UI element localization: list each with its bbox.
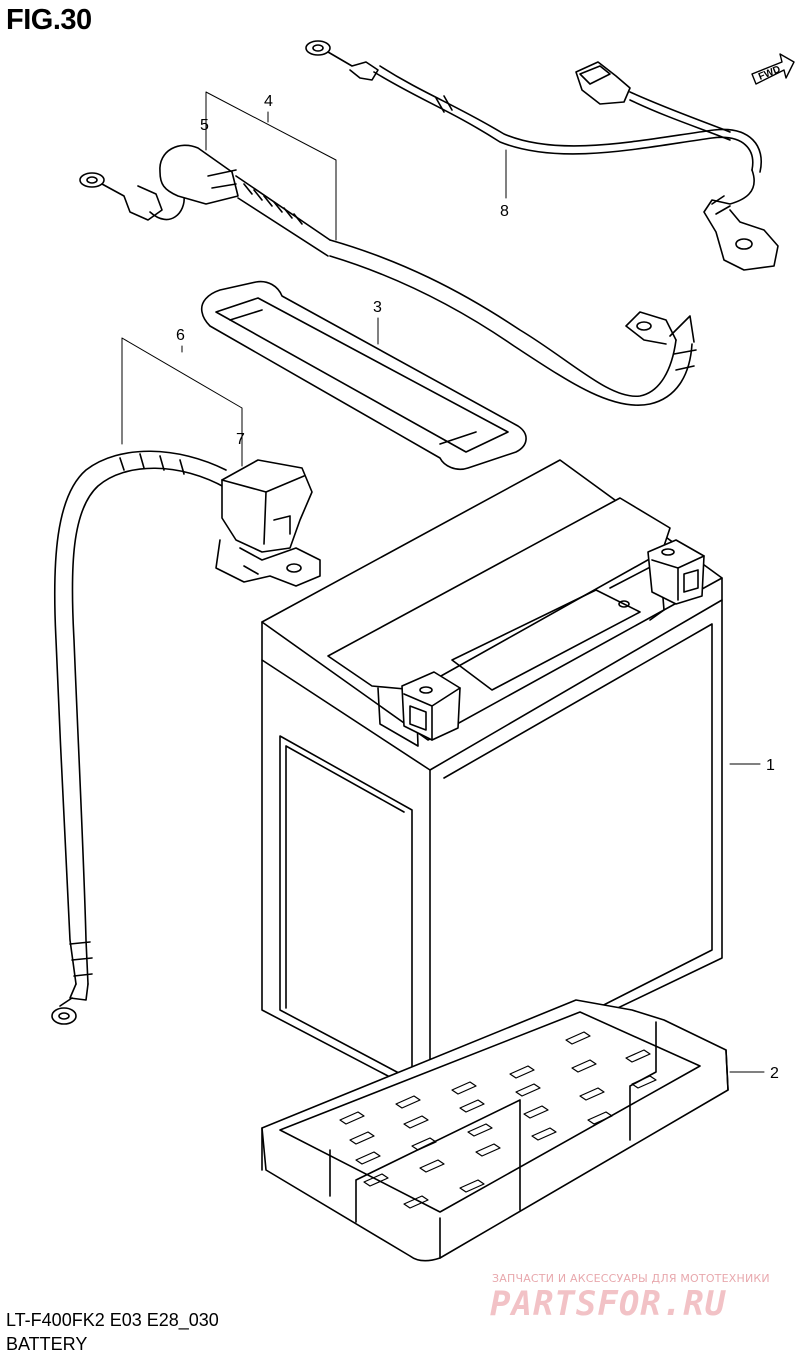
leader-lines <box>121 91 765 1073</box>
callout-6: 6 <box>176 327 185 344</box>
part-4-positive-cable <box>79 144 697 406</box>
callout-3: 3 <box>373 299 382 316</box>
part-3-battery-band <box>200 280 527 471</box>
watermark-brand: PARTSFOR.RU <box>490 1284 727 1324</box>
callout-numbers: 1 2 3 4 5 6 7 8 <box>176 93 779 1082</box>
callout-5: 5 <box>200 117 209 134</box>
callout-8: 8 <box>500 203 509 220</box>
part-6-negative-cable <box>51 450 321 1025</box>
part-7-terminal-cover <box>221 459 313 553</box>
section-name: BATTERY <box>6 1334 88 1354</box>
part-8-harness-lead <box>305 40 779 271</box>
part-2-battery-tray <box>261 999 729 1262</box>
fwd-marker: FWD <box>751 53 795 85</box>
watermark-tagline: ЗАПЧАСТИ И АКСЕССУАРЫ ДЛЯ МОТОТЕХНИКИ <box>492 1272 770 1285</box>
part-5-terminal-cover <box>159 144 239 205</box>
callout-1: 1 <box>766 757 775 774</box>
callout-2: 2 <box>770 1065 779 1082</box>
callout-4: 4 <box>264 93 273 110</box>
forward-arrow-icon <box>751 53 795 85</box>
figure-title: FIG.30 <box>6 4 92 36</box>
part-1-battery <box>261 459 723 1099</box>
battery-terminal-negative <box>647 539 705 605</box>
fwd-label: FWD <box>757 64 782 83</box>
callout-7: 7 <box>236 431 245 448</box>
ring-terminal <box>305 40 331 56</box>
model-code: LT-F400FK2 E03 E28_030 <box>6 1310 219 1330</box>
